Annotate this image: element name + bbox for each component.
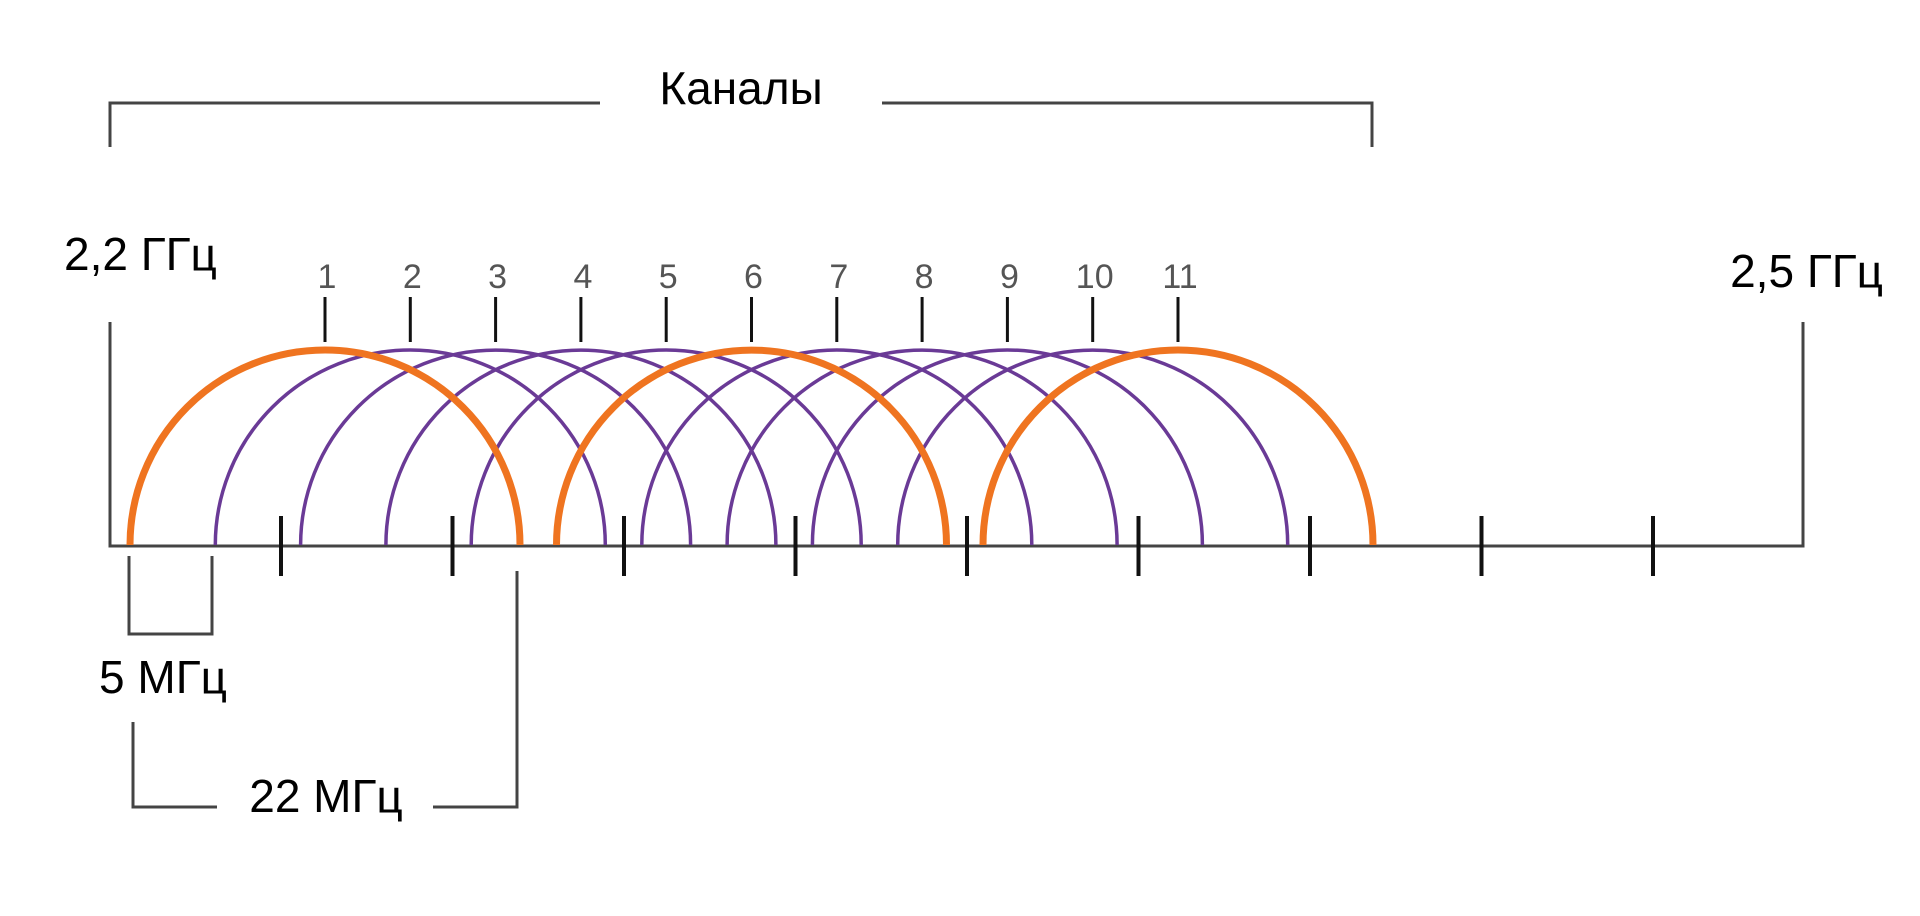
channel-number-1: 1: [318, 258, 337, 296]
non-overlapping-channel-arcs: [126, 346, 1377, 546]
channel-number-8: 8: [915, 258, 934, 296]
channel-number-7: 7: [829, 258, 848, 296]
channel-arc-4: [384, 348, 778, 546]
freq-start-label: 2,2 ГГц: [64, 228, 217, 280]
channel-number-6: 6: [744, 258, 763, 296]
spacing-bracket: 5 МГц: [99, 556, 227, 703]
channel-number-10: 10: [1076, 258, 1114, 296]
channel-number-5: 5: [659, 258, 678, 296]
channel-arc-6: [553, 346, 950, 546]
channel-number-9: 9: [1000, 258, 1019, 296]
freq-end-label: 2,5 ГГц: [1730, 245, 1883, 297]
channel-number-3: 3: [488, 258, 507, 296]
channel-number-11: 11: [1162, 258, 1197, 296]
spacing-label: 5 МГц: [99, 651, 227, 703]
channel-number-2: 2: [403, 258, 422, 296]
channels-bracket: Каналы: [108, 62, 1374, 147]
width-label: 22 МГц: [249, 770, 403, 822]
channel-arc-11: [979, 346, 1377, 546]
channel-arc-1: [126, 346, 524, 546]
channel-arc-3: [298, 348, 693, 546]
channel-arc-9: [810, 348, 1205, 546]
channel-arc-5: [469, 348, 863, 546]
channel-markers: 1 2 3 4 5 6 7 8 9 10 11: [318, 258, 1198, 342]
channels-title: Каналы: [659, 62, 822, 114]
channel-arc-8: [725, 348, 1119, 546]
overlapping-channel-arcs: [213, 348, 1290, 546]
frequency-axis: [108, 322, 1805, 576]
channel-arc-7: [640, 348, 1034, 546]
width-bracket: 22 МГц: [131, 571, 519, 822]
axis-ticks: [279, 516, 1655, 576]
channel-number-4: 4: [573, 258, 592, 296]
